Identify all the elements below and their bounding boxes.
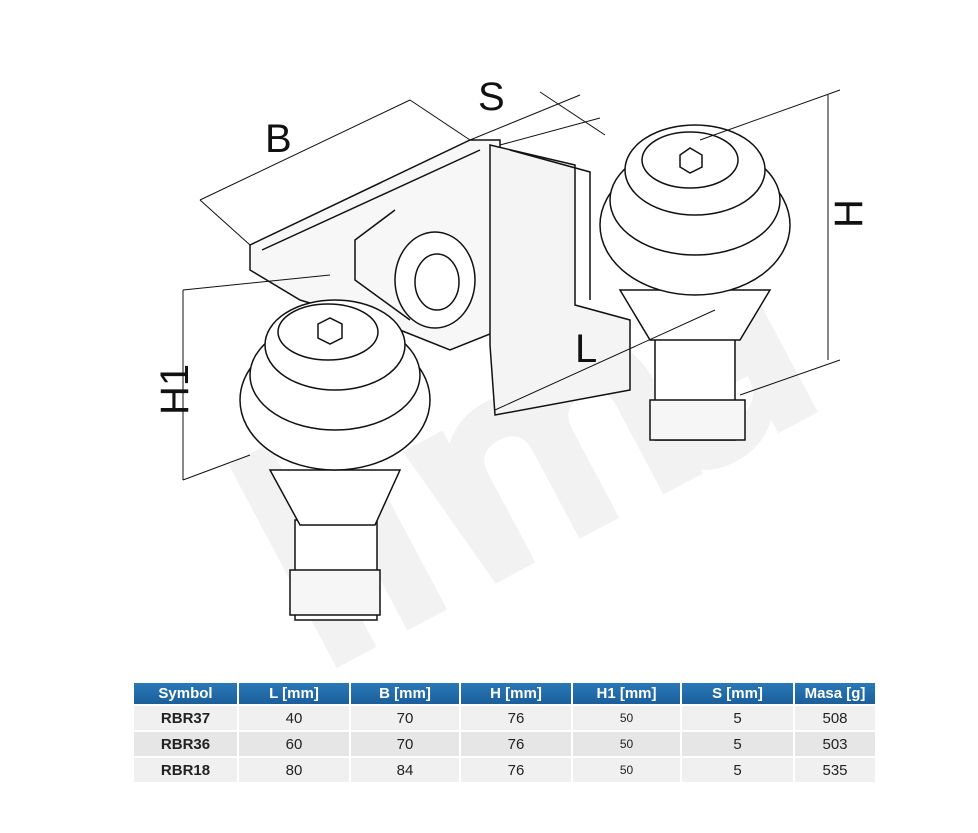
cell-b: 84 — [350, 756, 461, 782]
cell-h1: 50 — [572, 730, 682, 757]
cell-h1: 50 — [572, 704, 682, 731]
cell-symbol: RBR37 — [134, 704, 239, 731]
cell-b: 70 — [350, 730, 461, 757]
cell-s: 5 — [681, 756, 795, 782]
cell-h: 76 — [460, 704, 573, 731]
cell-mass: 503 — [794, 730, 877, 757]
roller-right — [599, 124, 791, 441]
dim-label-h1: H1 — [153, 364, 197, 415]
cell-b: 70 — [350, 704, 461, 731]
cell-s: 5 — [681, 730, 795, 757]
roller-left — [239, 299, 431, 621]
cell-l: 40 — [238, 704, 351, 731]
col-l: L [mm] — [238, 683, 351, 705]
specs-table: Symbol L [mm] B [mm] H [mm] H1 [mm] S [m… — [134, 683, 877, 782]
dimension-lines — [182, 89, 841, 481]
col-mass: Masa [g] — [794, 683, 877, 705]
cell-mass: 508 — [794, 704, 877, 731]
table-header-row: Symbol L [mm] B [mm] H [mm] H1 [mm] S [m… — [134, 683, 877, 705]
table-row: RBR37 40 70 76 50 5 508 — [134, 704, 877, 731]
cell-s: 5 — [681, 704, 795, 731]
cell-h: 76 — [460, 730, 573, 757]
technical-drawing: B S H H1 L — [153, 75, 871, 669]
dim-label-l: L — [575, 327, 597, 371]
cell-l: 80 — [238, 756, 351, 782]
col-b: B [mm] — [350, 683, 461, 705]
cell-h1: 50 — [572, 756, 682, 782]
col-s: S [mm] — [681, 683, 795, 705]
dim-label-b: B — [265, 117, 292, 161]
dim-label-h: H — [827, 199, 871, 228]
cell-h: 76 — [460, 756, 573, 782]
cell-l: 60 — [238, 730, 351, 757]
col-h1: H1 [mm] — [572, 683, 682, 705]
bracket — [249, 139, 631, 416]
col-symbol: Symbol — [134, 683, 239, 705]
table-row: RBR18 80 84 76 50 5 535 — [134, 756, 877, 782]
col-h: H [mm] — [460, 683, 573, 705]
dim-label-s: S — [478, 75, 505, 119]
cell-mass: 535 — [794, 756, 877, 782]
table-row: RBR36 60 70 76 50 5 503 — [134, 730, 877, 757]
cell-symbol: RBR18 — [134, 756, 239, 782]
cell-symbol: RBR36 — [134, 730, 239, 757]
